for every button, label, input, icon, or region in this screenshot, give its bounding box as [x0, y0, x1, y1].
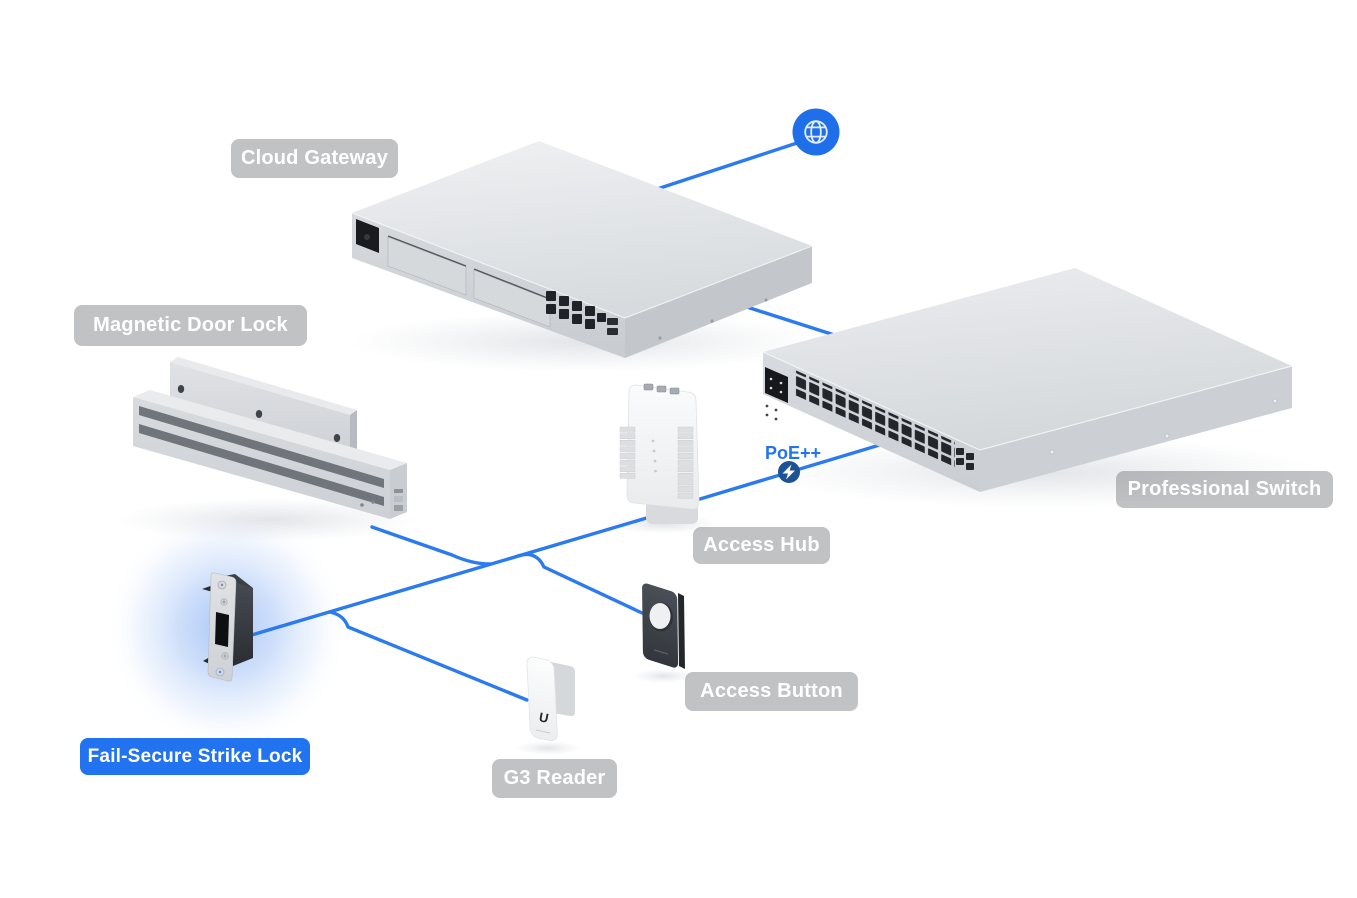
access-hub-device	[619, 383, 700, 524]
cloud-gateway-device	[351, 141, 813, 358]
access-hub-label: Access Hub	[693, 527, 830, 564]
strike-keeper-cavity	[215, 612, 229, 647]
g3-reader-device: U	[526, 656, 575, 742]
switch-port-grid	[795, 370, 955, 467]
armature-plate-screws	[177, 385, 341, 442]
fail-secure-strike-lock-label: Fail-Secure Strike Lock	[80, 738, 310, 775]
gateway-drive-bay	[473, 269, 551, 328]
switch-side-screws	[1049, 398, 1278, 455]
professional-switch-device	[762, 268, 1293, 492]
access-button-device	[642, 583, 685, 669]
access-button-label: Access Button	[685, 672, 858, 711]
line-switch-hub-poe	[698, 436, 905, 501]
magnetic-door-lock-device	[133, 357, 407, 519]
fail-secure-strike-lock-device	[202, 572, 253, 682]
magnet-label-stickers	[360, 489, 403, 511]
g3-reader-label: G3 Reader	[492, 759, 617, 798]
switch-sfp-ports	[956, 448, 974, 470]
strike-screws	[215, 580, 229, 677]
gateway-side-screws	[658, 298, 768, 340]
cloud-gateway-label: Cloud Gateway	[231, 139, 398, 178]
ubiquiti-logo: U	[538, 709, 550, 726]
hub-terminal-blocks	[619, 426, 694, 499]
line-g3-reader-branch	[328, 610, 529, 702]
poe-connection-label: PoE++	[765, 443, 821, 483]
gateway-ethernet-ports	[546, 291, 618, 335]
gateway-drive-bay	[387, 236, 467, 296]
switch-display	[765, 367, 788, 403]
professional-switch-label: Professional Switch	[1116, 471, 1333, 508]
line-access-button-branch	[516, 552, 644, 615]
line-gateway-internet	[643, 141, 799, 195]
hub-status-leds	[651, 439, 657, 473]
magnetic-door-lock-label: Magnetic Door Lock	[74, 305, 307, 346]
poe-label-text: PoE++	[765, 443, 821, 463]
line-magnetic-lock-branch	[370, 525, 492, 566]
globe-icon	[792, 108, 840, 156]
line-hub-strike-lock	[243, 515, 652, 639]
hub-top-connectors	[643, 383, 680, 395]
button-face	[649, 603, 671, 629]
